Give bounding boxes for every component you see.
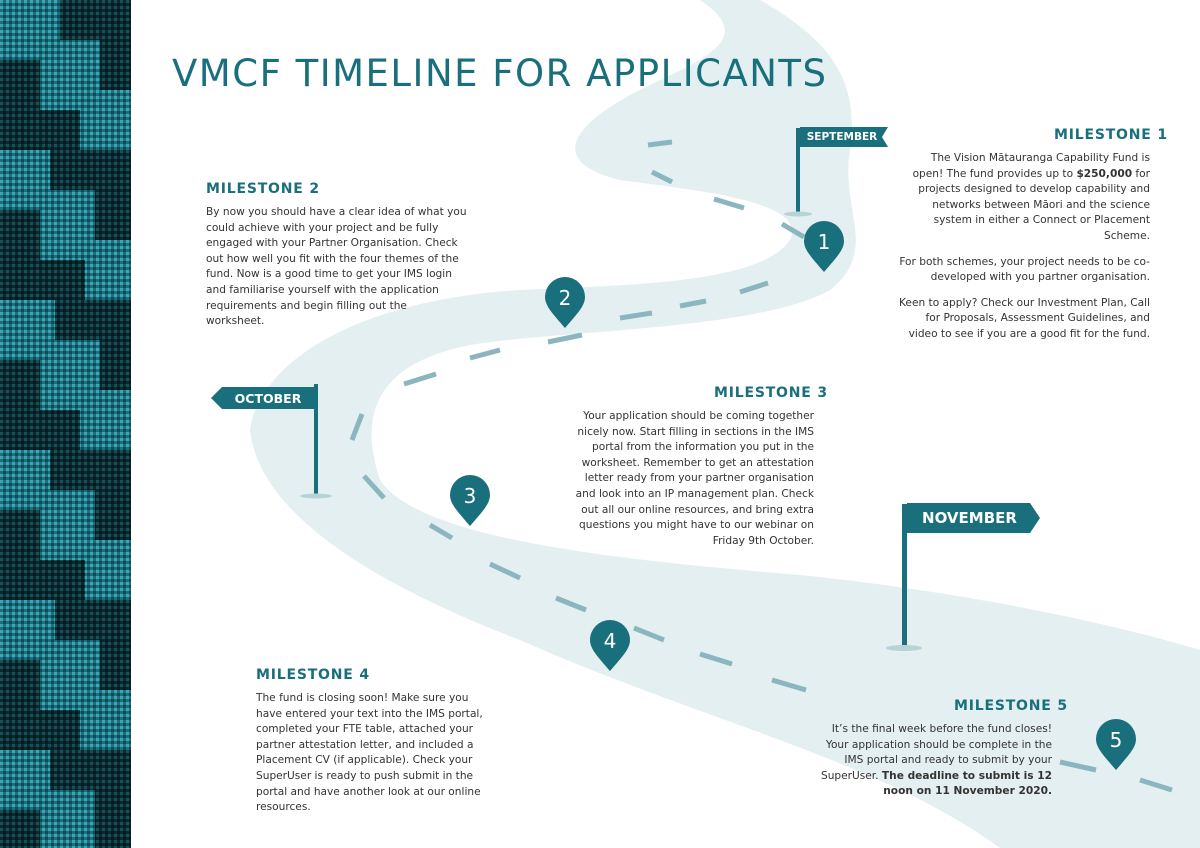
pin-2-icon	[545, 277, 585, 328]
pin-3-number: 3	[464, 484, 477, 508]
milestone-5-deadline: The deadline to submit is 12 noon on 11 …	[881, 769, 1052, 798]
road	[250, 0, 1200, 848]
milestone-5-text: It’s the final week before the fund clos…	[820, 723, 1052, 782]
pin-4-number: 4	[604, 629, 617, 653]
milestone-1-amount: $250,000	[1076, 167, 1133, 180]
pin-4-icon	[590, 620, 630, 671]
pin-2-number: 2	[559, 286, 572, 310]
milestone-1-title: MILESTONE 1	[1054, 127, 1168, 143]
milestone-3-body: Your application should be coming togeth…	[575, 410, 814, 547]
flag-banner-november	[907, 503, 1040, 533]
flag-banner-october	[211, 387, 314, 409]
flag-banner-september	[800, 127, 888, 147]
pin-1-icon	[804, 221, 844, 272]
road-center-dashes	[349, 139, 1173, 793]
milestone-2-title: MILESTONE 2	[206, 181, 320, 197]
pin-5-icon	[1096, 719, 1136, 770]
flag-label-september: SEPTEMBER	[806, 131, 878, 143]
pin-3-icon	[450, 475, 490, 526]
woven-pattern-panel	[0, 0, 131, 848]
flag-poles	[300, 128, 922, 651]
flag-label-october: OCTOBER	[234, 390, 302, 406]
milestone-4-body: The fund is closing soon! Make sure you …	[256, 692, 483, 814]
milestone-1-text-a: The Vision Mātauranga Capability Fund is…	[912, 152, 1150, 180]
pin-1-number: 1	[818, 230, 831, 254]
milestone-1-para-2: For both schemes, your project needs to …	[899, 255, 1150, 284]
milestone-5-title: MILESTONE 5	[954, 698, 1068, 714]
pin-5-number: 5	[1110, 728, 1123, 752]
flag-label-november: NOVEMBER	[922, 509, 1017, 527]
milestone-1-para-3: Keen to apply? Check our Investment Plan…	[899, 296, 1150, 340]
milestone-1-body: The Vision Mātauranga Capability Fund is…	[898, 151, 1150, 353]
milestone-5-body: It’s the final week before the fund clos…	[818, 722, 1052, 800]
milestone-3-title: MILESTONE 3	[714, 385, 828, 401]
milestone-4-title: MILESTONE 4	[256, 667, 370, 683]
milestone-2-body: By now you should have a clear idea of w…	[206, 206, 467, 328]
milestone-1-text-b: for projects designed to develop capabil…	[918, 167, 1150, 242]
page-title: VMCF TIMELINE FOR APPLICANTS	[172, 52, 828, 95]
